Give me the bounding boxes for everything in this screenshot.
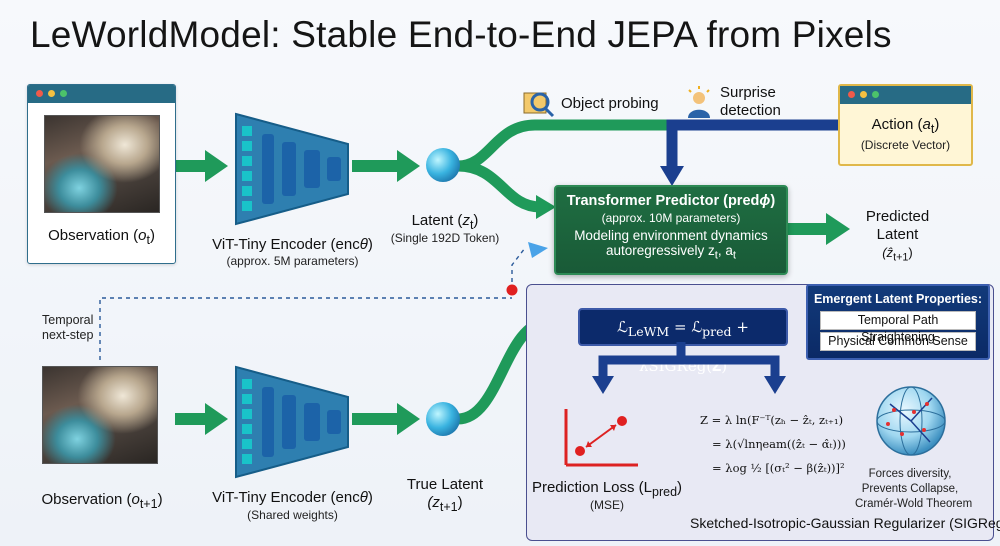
arrow-obs-to-encoder-bottom <box>175 403 228 435</box>
encoder-icon-bottom <box>235 365 349 479</box>
mse-plot-icon <box>564 409 638 467</box>
sigreg-eq-3: = λog ½ [(σₜ² − β(ẑₜ))]² <box>712 461 845 475</box>
sigreg-eq-1: Z = λ ln(F⁻ᵀ(zₕ − ẑₜ, zₜ₊₁) <box>700 413 844 427</box>
sigreg-footer: Sketched-Isotropic-Gaussian Regularizer … <box>690 515 1000 531</box>
sigreg-notes: Forces diversity,Prevents Collapse,Cramé… <box>855 468 973 510</box>
surprise-detection-icon <box>688 86 710 118</box>
emergent-properties-title: Emergent Latent Properties: <box>813 292 983 306</box>
observation-image-bottom <box>42 366 160 466</box>
prediction-loss-note: (MSE) <box>590 498 624 512</box>
observation-label-bottom: Observation (ot+1) <box>41 491 163 511</box>
action-label: Action (at) <box>871 116 940 136</box>
encoder-icon-top <box>235 112 349 226</box>
encoder-note-bottom: (Shared weights) <box>247 508 338 522</box>
dashed-arrow-head <box>528 242 548 258</box>
arrow-predictor-to-output <box>786 213 850 245</box>
action-to-predictor <box>666 119 840 168</box>
predictor-params: (approx. 10M parameters) <box>601 211 741 225</box>
gaussian-sphere-icon <box>876 386 946 456</box>
arrow-obs-to-encoder <box>175 150 228 182</box>
arrow-encoder-to-latent <box>352 150 420 182</box>
observation-label: Observation (ot) <box>48 227 155 247</box>
sigreg-eq-2: = λ(√lnηeam((ẑₜ − α̂ₜ))) <box>712 437 846 451</box>
latent-note-top: (Single 192D Token) <box>390 231 500 245</box>
transformer-predictor-box: Transformer Predictor (predϕ) (approx. 1… <box>554 185 788 275</box>
observation-window-top: Observation (ot) <box>27 84 176 264</box>
arrow-encoder-to-latent-bottom <box>352 403 420 435</box>
predictor-desc1: Modeling environment dynamics <box>574 228 768 243</box>
encoder-params-top: (approx. 5M parameters) <box>226 254 359 268</box>
property-item-1: Physical Common Sense <box>820 332 976 351</box>
encoder-label-top: ViT-Tiny Encoder (encθ) <box>212 236 373 253</box>
latent-sphere-top <box>426 148 460 182</box>
latent-to-predictor <box>457 160 541 213</box>
page-title: LeWorldModel: Stable End-to-End JEPA fro… <box>30 14 892 55</box>
encoder-label-bottom: ViT-Tiny Encoder (encθ) <box>212 489 373 506</box>
red-dot <box>506 284 518 296</box>
temporal-dashed-line <box>99 297 512 360</box>
loss-formula-box: ℒLeWM = ℒpred + λSIGReg(𝐙) <box>578 308 788 375</box>
latent-branch-up <box>457 119 840 172</box>
predictor-title: Transformer Predictor (predϕ) <box>566 193 776 209</box>
predicted-latent-label: Predicted Latent (ẑt+1) <box>865 208 930 264</box>
object-probing-label: Object probing <box>561 95 659 112</box>
property-item-0: Temporal Path Straightening <box>820 311 976 344</box>
sigreg-equations: Z = λ ln(F⁻ᵀ(zₕ − ẑₜ, zₜ₊₁) = λ(√lnηeam(… <box>700 408 846 480</box>
predictor-desc2: autoregressively zt, at <box>605 243 737 262</box>
action-note: (Discrete Vector) <box>860 138 951 152</box>
emergent-properties-box: Emergent Latent Properties: Temporal Pat… <box>806 284 990 360</box>
observation-image <box>44 115 160 213</box>
loss-split-arrows <box>592 342 786 394</box>
object-probing-icon <box>523 92 555 118</box>
action-box: Action (at) (Discrete Vector) <box>838 84 973 166</box>
latent-label-top: Latent (zt) <box>411 212 479 232</box>
true-latent-label: True Latent (zt+1) <box>406 476 484 514</box>
latent-sphere-bottom <box>426 402 460 436</box>
prediction-loss-label: Prediction Loss (Lpred) <box>531 479 683 499</box>
